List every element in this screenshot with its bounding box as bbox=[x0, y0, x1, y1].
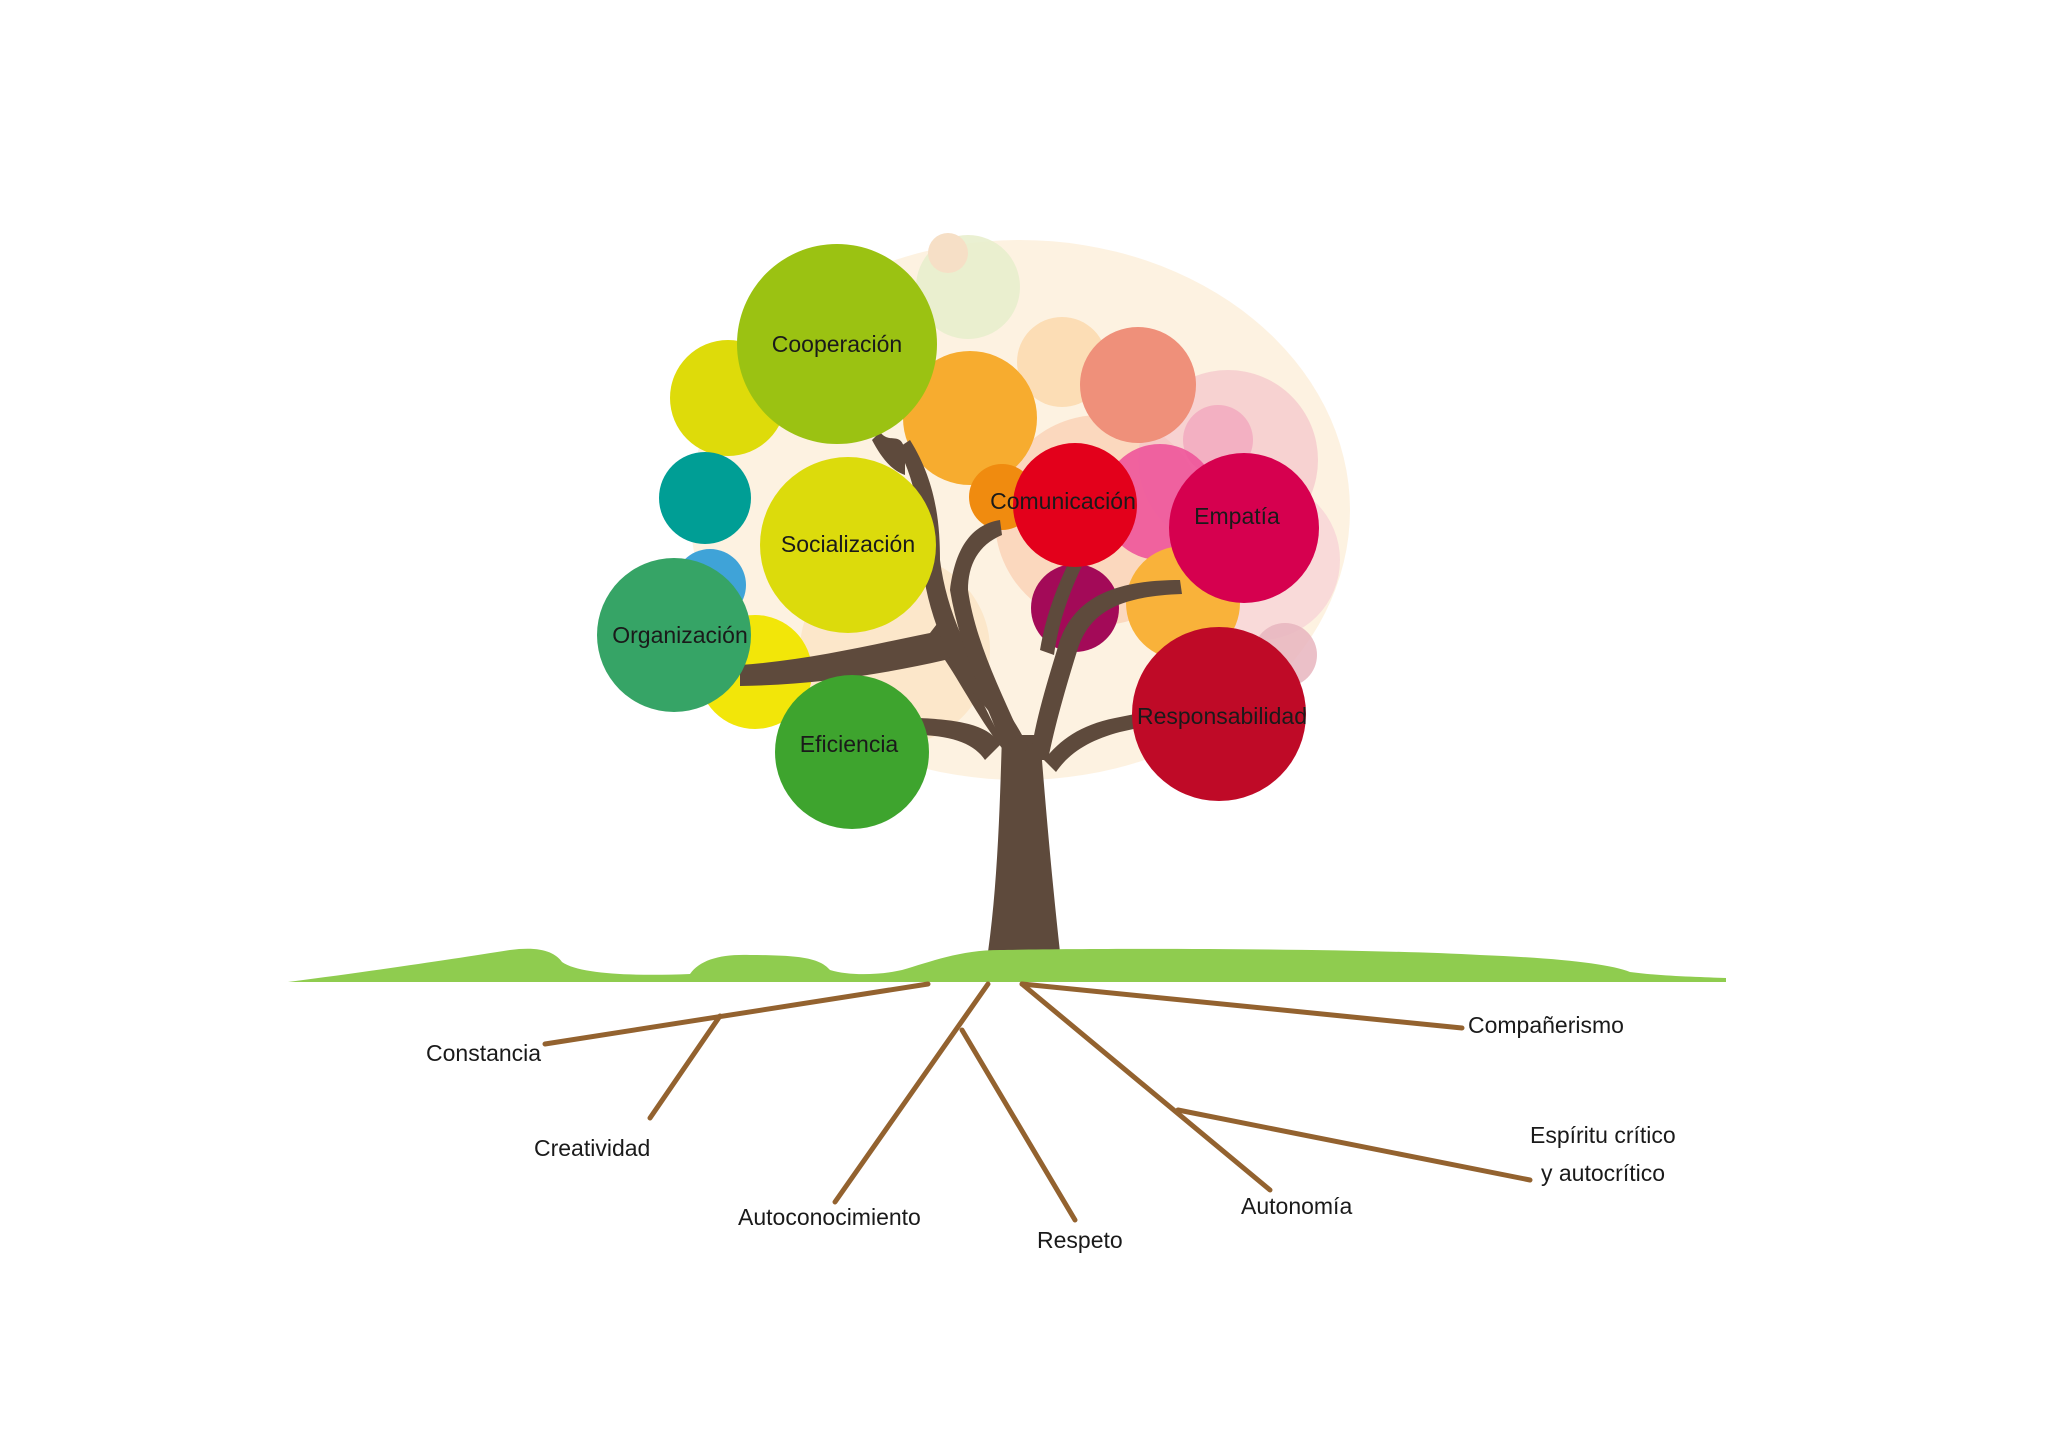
label-socializacion: Socialización bbox=[781, 531, 915, 557]
root-autonomia-line bbox=[1019, 981, 1273, 1193]
crown-decorative-circles bbox=[659, 327, 1253, 729]
decor-circle-teal bbox=[659, 452, 751, 544]
label-cooperacion: Cooperación bbox=[772, 331, 902, 357]
circle-eficiencia bbox=[775, 675, 929, 829]
root-labels: Constancia Creatividad Autoconocimiento … bbox=[426, 1012, 1676, 1253]
crown-circle-comunicacion: Comunicación bbox=[990, 443, 1137, 567]
trunk-main bbox=[988, 735, 1060, 952]
label-constancia: Constancia bbox=[426, 1040, 541, 1066]
label-autoconocimiento: Autoconocimiento bbox=[738, 1204, 921, 1230]
root-companerismo-line bbox=[1019, 981, 1465, 1031]
label-espiritu-critico-line2: y autocrítico bbox=[1541, 1160, 1665, 1186]
branch-right bbox=[1030, 580, 1182, 760]
root-constancia-line bbox=[542, 981, 931, 1047]
crown-circle-cooperacion: Cooperación bbox=[737, 244, 937, 444]
crown-circle-responsabilidad: Responsabilidad bbox=[1132, 627, 1307, 801]
branch-left bbox=[740, 620, 1012, 760]
circle-cooperacion bbox=[737, 244, 937, 444]
label-comunicacion: Comunicación bbox=[990, 488, 1136, 514]
branch-middle bbox=[950, 520, 1020, 745]
label-companerismo: Compañerismo bbox=[1468, 1012, 1624, 1038]
root-espiritu-critico-line bbox=[1175, 1107, 1533, 1183]
decor-circle-salmon bbox=[1080, 327, 1196, 443]
label-respeto: Respeto bbox=[1037, 1227, 1123, 1253]
root-respeto-line bbox=[959, 1027, 1078, 1223]
circle-comunicacion bbox=[1013, 443, 1137, 567]
circle-socializacion bbox=[760, 457, 936, 633]
circle-organizacion bbox=[597, 558, 751, 712]
ground bbox=[288, 948, 1726, 982]
circle-responsabilidad bbox=[1132, 627, 1306, 801]
glow-circle-small-peach bbox=[928, 233, 968, 273]
label-responsabilidad: Responsabilidad bbox=[1137, 703, 1307, 729]
crown-value-circles: Cooperación Socialización Organización E… bbox=[597, 244, 1319, 829]
root-creatividad-line bbox=[647, 1013, 723, 1121]
crown-circle-socializacion: Socialización bbox=[760, 457, 936, 633]
decor-circle-orange bbox=[903, 351, 1037, 485]
crown-circle-organizacion: Organización bbox=[597, 558, 751, 712]
label-creatividad: Creatividad bbox=[534, 1135, 650, 1161]
roots bbox=[542, 981, 1533, 1223]
crown-circle-empatia: Empatía bbox=[1169, 453, 1319, 603]
branch-left-twig bbox=[872, 432, 905, 475]
label-autonomia: Autonomía bbox=[1241, 1193, 1352, 1219]
circle-empatia bbox=[1169, 453, 1319, 603]
branch-inner-right bbox=[1040, 560, 1082, 655]
label-espiritu-critico-line1: Espíritu crítico bbox=[1530, 1122, 1676, 1148]
crown-circle-eficiencia: Eficiencia bbox=[775, 675, 929, 829]
root-autoconocimiento-line bbox=[832, 981, 991, 1205]
label-empatia: Empatía bbox=[1194, 503, 1280, 529]
label-eficiencia: Eficiencia bbox=[800, 731, 899, 757]
label-organizacion: Organización bbox=[612, 622, 748, 648]
branch-low-right bbox=[1044, 714, 1138, 772]
